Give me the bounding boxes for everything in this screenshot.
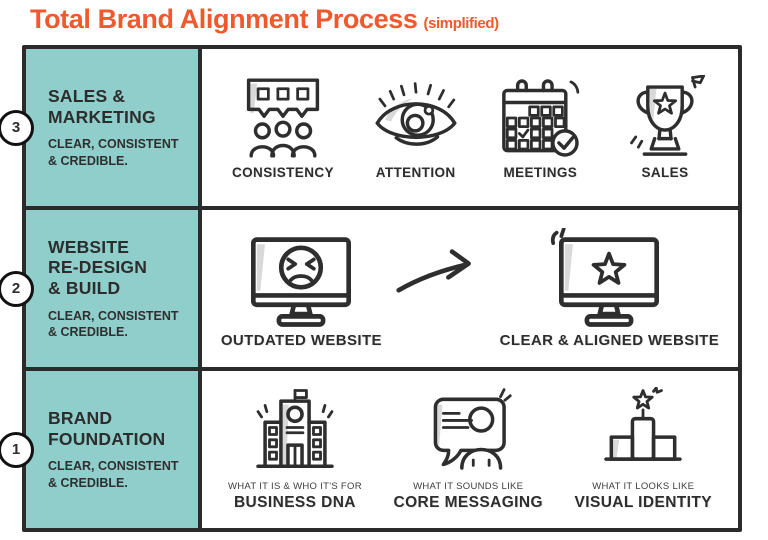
icon-label: CLEAR & ALIGNED WEBSITE xyxy=(499,332,720,349)
sidebar-sales-marketing: SALES & MARKETING CLEAR, CONSISTENT & CR… xyxy=(26,49,202,206)
icon-sublabel: WHAT IT IS & WHO IT'S FOR xyxy=(228,481,362,492)
consistency-icon xyxy=(246,78,320,158)
item-meetings: MEETINGS xyxy=(497,75,583,180)
row-brand-foundation: 1 BRAND FOUNDATION CLEAR, CONSISTENT & C… xyxy=(0,367,738,528)
sidebar-brand-foundation: BRAND FOUNDATION CLEAR, CONSISTENT & CRE… xyxy=(26,371,202,528)
item-outdated-website: OUTDATED WEBSITE xyxy=(221,228,382,349)
sidebar-subtitle: CLEAR, CONSISTENT & CREDIBLE. xyxy=(48,459,179,490)
arrow-right-icon xyxy=(396,249,471,293)
icon-label: SALES xyxy=(641,165,689,180)
icon-label: VISUAL IDENTITY xyxy=(574,494,712,511)
outdated-website-icon xyxy=(251,237,352,327)
item-attention: ATTENTION xyxy=(373,75,459,180)
step-number-badge: 2 xyxy=(0,270,34,307)
row-sales-marketing: 3 SALES & MARKETING CLEAR, CONSISTENT & … xyxy=(0,49,738,206)
page-title: Total Brand Alignment Process (simplified… xyxy=(30,4,499,35)
row-content: WHAT IT IS & WHO IT'S FOR BUSINESS DNA W… xyxy=(202,371,738,528)
sidebar-title: SALES & MARKETING xyxy=(48,86,156,127)
item-aligned-website: CLEAR & ALIGNED WEBSITE xyxy=(500,228,719,349)
item-sales: SALES xyxy=(622,75,708,180)
icon-label: CORE MESSAGING xyxy=(393,494,543,511)
icon-label: OUTDATED WEBSITE xyxy=(220,332,382,349)
meetings-icon xyxy=(502,79,580,157)
item-core-messaging: WHAT IT SOUNDS LIKE CORE MESSAGING xyxy=(393,387,543,512)
aligned-website-icon xyxy=(551,228,660,327)
sidebar-website-redesign: WEBSITE RE-DESIGN & BUILD CLEAR, CONSIST… xyxy=(26,210,202,367)
sidebar-title: WEBSITE RE-DESIGN & BUILD xyxy=(48,236,148,299)
page-title-suffix: (simplified) xyxy=(423,15,499,32)
attention-icon xyxy=(375,82,457,146)
item-visual-identity: WHAT IT LOOKS LIKE VISUAL IDENTITY xyxy=(575,387,712,512)
step-number-badge: 1 xyxy=(0,431,34,468)
icon-label: MEETINGS xyxy=(503,165,578,180)
sidebar-subtitle: CLEAR, CONSISTENT & CREDIBLE. xyxy=(48,308,179,339)
icon-label: CONSISTENCY xyxy=(232,165,334,180)
sidebar-subtitle: CLEAR, CONSISTENT & CREDIBLE. xyxy=(48,137,179,168)
icon-label: ATTENTION xyxy=(375,165,456,180)
step-number-badge: 3 xyxy=(0,109,34,146)
sidebar-title: BRAND FOUNDATION xyxy=(48,408,166,449)
visual-identity-icon xyxy=(604,387,682,461)
row-content: OUTDATED WEBSITE xyxy=(202,210,738,367)
row-website-redesign: 2 WEBSITE RE-DESIGN & BUILD CLEAR, CONSI… xyxy=(0,206,738,367)
core-messaging-icon xyxy=(433,388,512,470)
item-consistency: CONSISTENCY xyxy=(232,75,334,180)
process-board: 3 SALES & MARKETING CLEAR, CONSISTENT & … xyxy=(0,45,742,532)
icon-sublabel: WHAT IT SOUNDS LIKE xyxy=(413,481,524,492)
sales-icon xyxy=(630,75,706,156)
icon-label: BUSINESS DNA xyxy=(233,494,356,511)
row-content: CONSISTENCY xyxy=(202,49,738,206)
icon-sublabel: WHAT IT LOOKS LIKE xyxy=(592,481,695,492)
page-title-main: Total Brand Alignment Process xyxy=(30,4,418,34)
item-business-dna: WHAT IT IS & WHO IT'S FOR BUSINESS DNA xyxy=(228,387,362,512)
transition-arrow xyxy=(395,242,487,303)
business-dna-icon xyxy=(256,389,334,468)
